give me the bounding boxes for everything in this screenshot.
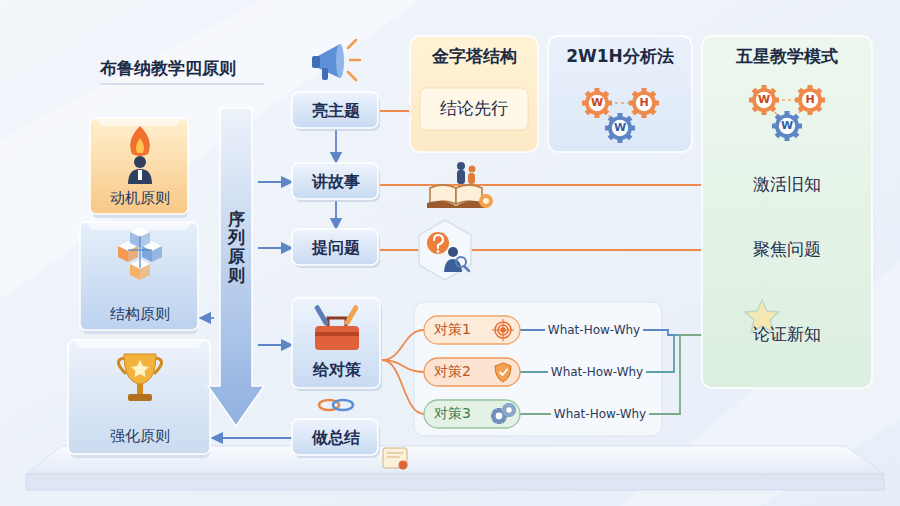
node-text: 对策1: [434, 321, 471, 339]
node-text: 强化原则: [110, 427, 170, 446]
column-panel: 金字塔结构结论先行: [410, 36, 538, 152]
node-text: 对策3: [434, 405, 471, 423]
strategy-pill: 对策1: [424, 316, 520, 344]
strategy-pill: 对策3: [424, 400, 520, 428]
gear-letter: W: [758, 93, 770, 106]
storybook-icon: [427, 162, 493, 208]
target-icon: [492, 319, 514, 341]
edge-label: What-How-Why: [551, 407, 649, 421]
node-text: 结论先行: [440, 98, 508, 119]
gear-letter: H: [805, 93, 814, 106]
connector: [258, 181, 292, 183]
fire-icon: [128, 126, 152, 184]
node-text: 金字塔结构: [432, 46, 517, 67]
strategy-group-panel: [414, 302, 662, 436]
smallgears-icon: [491, 403, 516, 424]
result-item: 论证新知: [722, 312, 852, 358]
connector: [212, 437, 292, 439]
node-text: 提问题: [312, 238, 360, 258]
node-text: 序列原则: [228, 210, 245, 285]
step-box: 做总结: [292, 419, 380, 457]
node-text: 给对策: [313, 360, 361, 380]
node-text: 动机原则: [110, 189, 170, 208]
edge-label: What-How-Why: [548, 365, 646, 379]
knot-icon: [319, 400, 353, 410]
gear-letter: W: [781, 119, 793, 132]
sequence-arrow: 序列原则: [214, 108, 258, 426]
connector: [520, 335, 722, 414]
node-text: 五星教学模式: [736, 46, 838, 67]
node-text: 结构原则: [110, 305, 170, 324]
toolbox-icon: [314, 304, 359, 350]
gear-letter: H: [639, 96, 648, 109]
cubes-icon: [118, 227, 162, 280]
connector: [335, 130, 337, 163]
node-text: 做总结: [312, 428, 360, 448]
node-text: 亮主题: [312, 101, 360, 121]
light-streak: [0, 0, 420, 300]
gears3-icon: [749, 85, 825, 141]
principle-tier: 强化原则: [68, 340, 212, 458]
column-panel: 五星教学模式激活旧知聚焦问题论证新知: [702, 36, 872, 388]
certificate-icon: [383, 448, 408, 470]
node-text: 讲故事: [312, 172, 360, 192]
step-box: 给对策: [292, 298, 382, 390]
edge-label: What-How-Why: [545, 323, 643, 337]
gear-letter: W: [591, 96, 603, 109]
node-text: 2W1H分析法: [566, 46, 674, 67]
strategy-pill: 对策2: [424, 358, 520, 386]
principle-tier: 动机原则: [90, 118, 190, 218]
connector: [335, 201, 337, 229]
megaphone-icon: [312, 40, 360, 80]
node-text: 对策2: [434, 363, 471, 381]
title-underline: [100, 83, 264, 84]
connector: [382, 330, 424, 360]
result-item: 激活旧知: [722, 166, 852, 204]
step-box: 提问题: [292, 229, 380, 267]
column-panel: 2W1H分析法: [548, 36, 692, 152]
connector: [200, 317, 214, 319]
connector: [258, 247, 292, 249]
node-text: 激活旧知: [753, 174, 821, 195]
question-icon: [419, 220, 471, 280]
step-box: 亮主题: [292, 92, 380, 130]
connector: [380, 184, 722, 186]
node-text: 论证新知: [753, 324, 821, 345]
connector: [382, 360, 424, 414]
floor-slab-front: [26, 474, 884, 490]
step-box: 讲故事: [292, 163, 380, 201]
gear-letter: W: [614, 121, 626, 134]
connector: [258, 344, 292, 346]
trophy-icon: [118, 354, 161, 401]
result-item: 聚焦问题: [722, 231, 852, 269]
diagram-title: 布鲁纳教学四原则: [100, 58, 236, 79]
node-text: 聚焦问题: [753, 239, 821, 260]
principle-tier: 结构原则: [80, 222, 200, 334]
gears3-icon: [582, 88, 659, 143]
shield-icon: [495, 363, 511, 382]
result-box: 结论先行: [420, 88, 528, 130]
